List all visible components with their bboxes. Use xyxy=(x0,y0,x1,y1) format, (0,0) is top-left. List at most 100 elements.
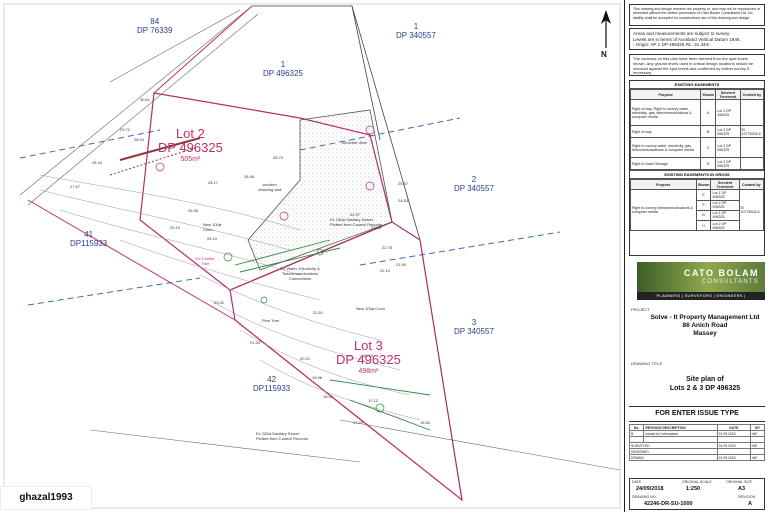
logo-subtitle: CONSULTANTS xyxy=(702,279,759,285)
table-cell: B xyxy=(700,125,717,139)
spot-height: 21.53 xyxy=(250,340,261,345)
table-row: DRAWN 24.09.2018 MK xyxy=(629,454,765,461)
table-cell: Lot 1 DP 496325 xyxy=(710,209,740,221)
table-cell: EI 10778334.5 xyxy=(739,125,765,139)
table-cell: Lot 2 DP 496325 xyxy=(710,219,740,232)
service-connections xyxy=(234,239,431,431)
spot-height: 17.12 xyxy=(368,398,379,403)
table-row: Right to Drain Sewage D Lot 2 DP 496325 xyxy=(629,157,765,171)
title-block: This drawing and design remains the prop… xyxy=(624,0,768,512)
spot-height: 29.72 xyxy=(120,127,131,132)
trees xyxy=(223,248,385,413)
table-row: Right to convey telecommunications & com… xyxy=(630,189,765,232)
date-value: 24/09/2018 xyxy=(636,486,664,492)
ex-conifer-note: Ex Conifer Tree xyxy=(196,256,215,266)
lot-3-boundary xyxy=(229,221,463,502)
spot-height: 20.74 xyxy=(363,353,374,358)
spot-height: 24.97 xyxy=(350,212,361,217)
table-row: Right of way, Right to convey water, ele… xyxy=(629,99,765,127)
spot-height: 27.67 xyxy=(70,184,81,189)
table-row: Right to convey water, electricity, gas,… xyxy=(629,137,765,159)
size-label: ORIGINAL SIZE xyxy=(726,480,753,484)
project-text: Solve - It Property Management Ltd 86 An… xyxy=(650,314,760,337)
drawing-info-block: DATE 24/09/2018 ORIGINAL SCALE 1:250 ORI… xyxy=(629,478,765,510)
table-cell: EI 10778334.6 xyxy=(738,189,765,232)
table-cell: G xyxy=(695,209,712,221)
easements-in-gross-title: EXISTING EASEMENTS IN GROSS xyxy=(630,170,764,180)
sewer-150-note: Ex 150ø Sanitary Sewer Plotted from Coun… xyxy=(330,217,383,227)
table-header: Servient Tenement xyxy=(710,179,740,191)
spot-height: 18.41 xyxy=(323,394,334,399)
lot-3-label: Lot 3 DP 496325 498m² xyxy=(336,338,401,376)
spot-height: 26.10 xyxy=(207,236,218,241)
table-cell xyxy=(739,99,765,127)
spot-height: 22.51 xyxy=(313,310,324,315)
table-cell: E xyxy=(695,189,712,201)
easements-box: EXISTING EASEMENTS Purpose Shown Servien… xyxy=(629,80,765,256)
table-cell: DRAWN xyxy=(629,454,718,461)
spot-height: 20.21 xyxy=(300,356,311,361)
table-header: Shown xyxy=(700,88,717,101)
sewer-225-note: Ex 225ø Sanitary Sewer Plotted from Coun… xyxy=(256,431,309,441)
spot-height: 28.94 xyxy=(134,137,145,142)
spot-height: 19.96 xyxy=(312,375,323,380)
sewer-lines xyxy=(19,117,561,306)
uploader-watermark: ghazal1993 xyxy=(0,486,92,510)
lot-2-label: Lot 2 DP 496325 505m² xyxy=(158,126,223,164)
table-cell: A xyxy=(700,99,717,127)
project-label: PROJECT xyxy=(631,307,650,312)
table-cell: MK xyxy=(750,454,765,461)
table-header: Purpose xyxy=(629,88,702,101)
existing-easements-table: Purpose Shown Servient Tenement Created … xyxy=(629,88,765,171)
table-cell: H xyxy=(695,219,712,232)
table-cell: Right to Drain Sewage xyxy=(629,157,702,171)
retaining-wall xyxy=(119,137,201,161)
easements-in-gross-table: Purpose Shown Servient Tenement Created … xyxy=(630,179,765,232)
copyright-note: This drawing and design remains the prop… xyxy=(633,7,761,20)
spot-height: 23.32 xyxy=(214,300,225,305)
revision-label: REVISION xyxy=(738,495,756,499)
logo-band xyxy=(637,262,765,292)
spot-height: 21.99 xyxy=(396,262,407,267)
drawing-title-label: DRAWING TITLE xyxy=(631,361,663,366)
table-cell: Right to convey water, electricity, gas,… xyxy=(629,137,702,159)
table-cell: D xyxy=(700,157,717,171)
table-cell: Right to convey telecommunications & com… xyxy=(630,189,697,232)
table-cell: 24.09.2018 xyxy=(716,454,752,461)
spot-height: 22.78 xyxy=(382,245,393,250)
size-value: A3 xyxy=(738,486,746,492)
spot-height: 24.53 xyxy=(398,198,409,203)
spot-height: 15.54 xyxy=(420,420,431,425)
scale-value: 1:250 xyxy=(686,486,701,492)
spot-height: 23.55 xyxy=(371,225,382,230)
lot-outer-boundaries xyxy=(27,5,463,501)
scale-label: ORIGINAL SCALE xyxy=(682,480,712,484)
revision-value: A xyxy=(748,501,752,507)
survey-notes-box: Areas and measurements are subject to su… xyxy=(629,28,765,50)
plan-border xyxy=(3,3,621,509)
table-cell: Lot 1 DP 496325 xyxy=(715,99,741,127)
existing-easements-title: EXISTING EASEMENTS xyxy=(630,81,764,89)
table-header: Servient Tenement xyxy=(715,88,741,101)
table-cell xyxy=(739,157,765,171)
table-header: Created by xyxy=(739,88,765,101)
wooden-wall-note: wooden retaining wall xyxy=(258,182,282,192)
spot-height: 28.17 xyxy=(208,180,219,185)
pine-tree-note: Pine Tree xyxy=(262,318,280,323)
table-cell: Right of way xyxy=(629,125,702,139)
concrete-drive-note: concrete drive xyxy=(342,140,368,145)
drawing-number: 42246-DR-SU-1000 xyxy=(644,501,693,507)
north-label: N xyxy=(601,50,607,59)
table-cell xyxy=(739,137,765,159)
table-cell: Lot 2 DP 496325 xyxy=(715,137,741,159)
road-boundaries xyxy=(19,5,621,471)
spot-height: 30.61 xyxy=(140,97,151,102)
